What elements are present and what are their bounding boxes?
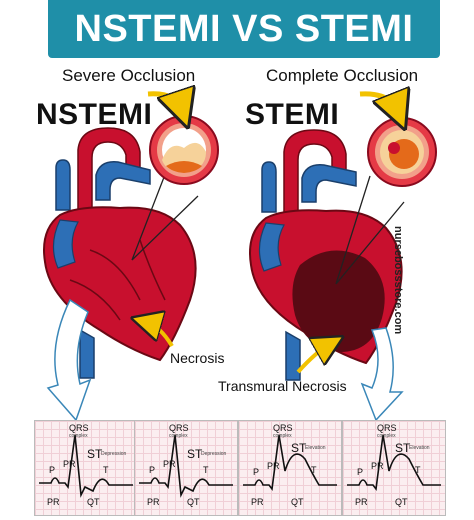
title-banner: NSTEMI VS STEMI	[48, 0, 440, 58]
ecg-panel-stemi-1: QRS complex ST Elevation P T PR PR QT	[238, 420, 342, 516]
ecg-panel-nstemi-2: QRS complex ST Depression P T PR PR QT	[134, 420, 238, 516]
right-occlusion-label: Complete Occlusion	[266, 66, 419, 85]
stemi-heart	[249, 129, 405, 381]
watermark: nursebossstore.com	[392, 226, 404, 335]
left-necrosis-label: Necrosis	[170, 350, 225, 366]
left-occlusion-label: Severe Occlusion	[62, 66, 196, 85]
page-title: NSTEMI VS STEMI	[74, 8, 414, 50]
right-necrosis-label: Transmural Necrosis	[218, 378, 347, 394]
pulmonary-artery-icon	[95, 161, 151, 201]
stemi-label: STEMI	[245, 98, 340, 131]
nstemi-label: NSTEMI	[36, 98, 153, 131]
ecg-qrs-label: QRS	[69, 423, 89, 433]
right-down-arrow-icon	[360, 327, 404, 422]
vena-cava-icon	[55, 159, 71, 211]
ecg-panel-stemi-2: QRS complex ST Elevation P T PR PR QT	[342, 420, 446, 516]
right-necrosis-arrow-icon	[296, 344, 330, 374]
transmural-necrosis-region	[292, 250, 385, 352]
inferior-vena-cava-icon	[79, 328, 95, 379]
right-yellow-arrow-icon	[359, 94, 398, 112]
ecg-panel-nstemi-1: QRS complex ST Depression P T PR PR QT	[34, 420, 138, 516]
left-yellow-arrow-icon	[147, 94, 182, 110]
right-artery-zoom-icon	[367, 117, 437, 187]
left-necrosis-arrow-icon	[146, 322, 174, 348]
left-artery-zoom-icon	[149, 115, 219, 185]
